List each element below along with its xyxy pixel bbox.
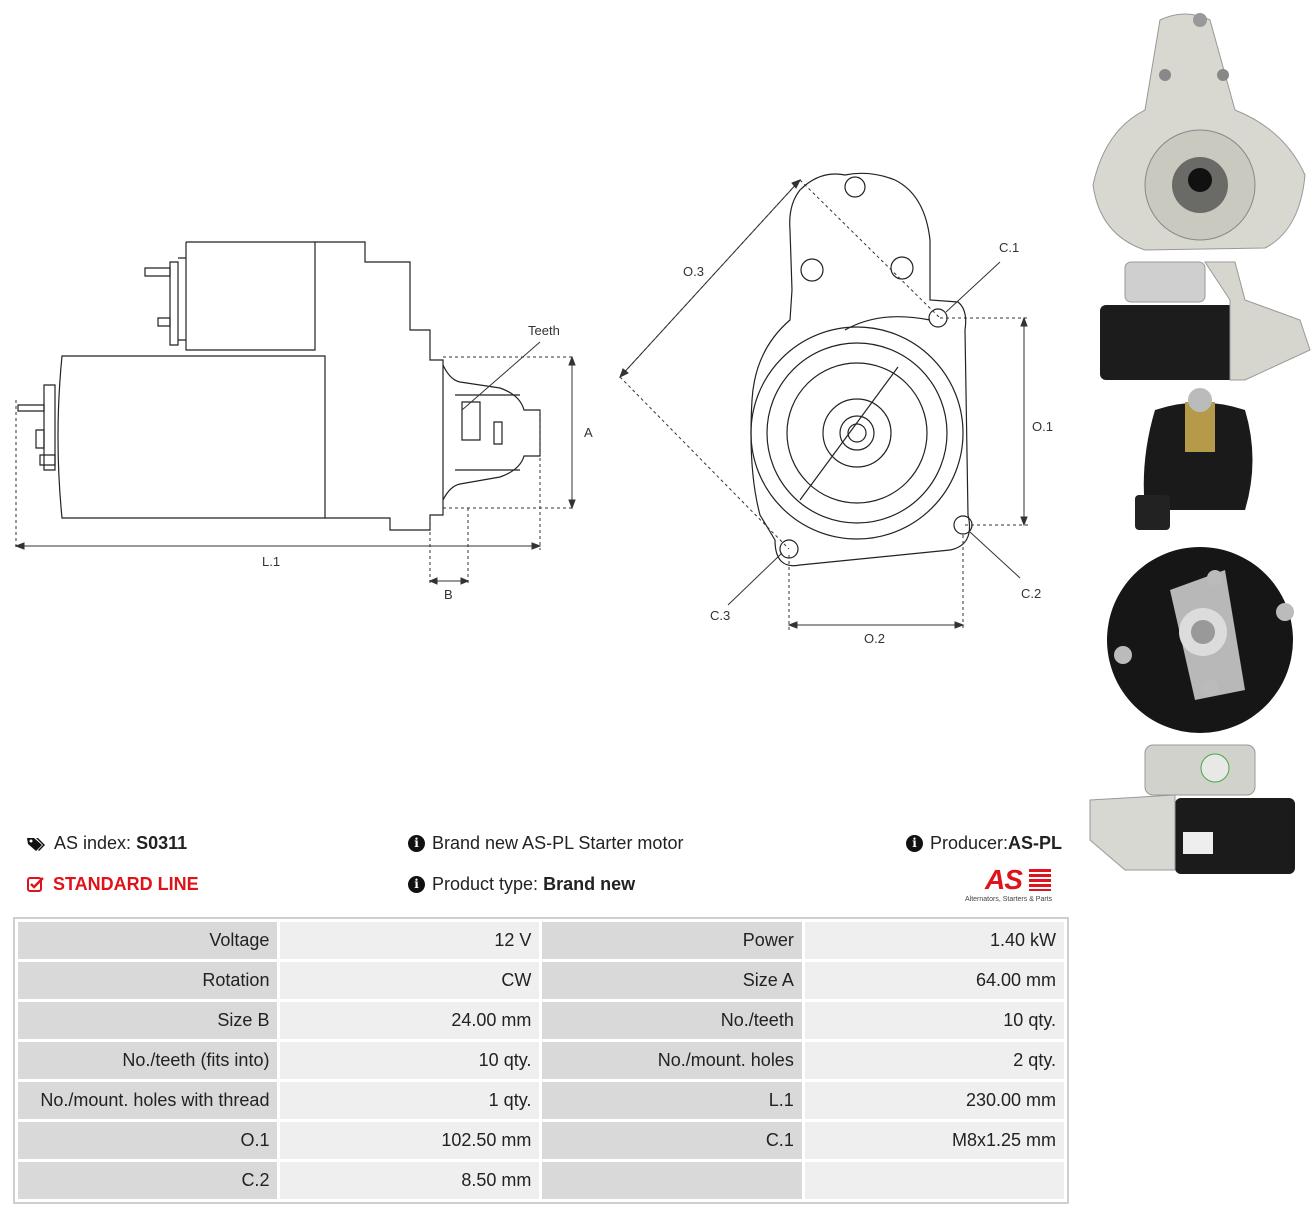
spec-label: Size B	[14, 999, 281, 1042]
info-icon: i	[906, 835, 923, 852]
spec-value: 230.00 mm	[801, 1079, 1068, 1122]
spec-label	[539, 1159, 805, 1202]
producer-label: Producer:	[930, 833, 1009, 853]
drive-nose-outline	[442, 364, 541, 501]
tag-icon	[27, 836, 46, 851]
label-teeth: Teeth	[528, 323, 560, 338]
motor-body-outline	[57, 355, 326, 519]
spec-label: C.1	[539, 1119, 805, 1162]
spec-value: 1.40 kW	[801, 919, 1068, 962]
label-o3: O.3	[683, 264, 704, 279]
producer-value: AS-PL	[1008, 833, 1063, 853]
spec-value: 1 qty.	[277, 1079, 543, 1122]
spec-label: Power	[539, 919, 805, 962]
spec-label: No./teeth (fits into)	[14, 1039, 281, 1082]
spec-label: No./mount. holes	[539, 1039, 805, 1082]
spec-label: No./mount. holes with thread	[14, 1079, 281, 1122]
as-logo: AS Alternators, Starters & Parts	[965, 864, 1067, 908]
product-type-label: Product type:	[432, 874, 539, 894]
line-row: STANDARD LINE	[27, 874, 199, 895]
label-c1: C.1	[999, 240, 1019, 255]
label-c2: C.2	[1021, 586, 1041, 601]
spec-value: 10 qty.	[277, 1039, 543, 1082]
spec-value: 8.50 mm	[277, 1159, 543, 1202]
label-a: A	[584, 425, 593, 440]
spec-value: 102.50 mm	[277, 1119, 543, 1162]
spec-value: 24.00 mm	[277, 999, 543, 1042]
spec-label: Size A	[539, 959, 805, 1002]
flange-outline	[750, 172, 971, 567]
product-type-value: Brand new	[543, 874, 636, 894]
info-icon: i	[408, 876, 425, 893]
spec-value	[801, 1159, 1068, 1202]
spec-label: C.2	[14, 1159, 281, 1202]
producer-row: i Producer:AS-PL	[906, 833, 1062, 854]
label-o1: O.1	[1032, 419, 1053, 434]
photo-front	[1092, 13, 1306, 251]
product-type-row: i Product type: Brand new	[408, 874, 635, 895]
standard-line-label: STANDARD LINE	[53, 874, 199, 894]
spec-value: M8x1.25 mm	[801, 1119, 1068, 1162]
label-c3: C.3	[710, 608, 730, 623]
label-l1: L.1	[262, 554, 280, 569]
as-index-row: AS index: S0311	[27, 833, 187, 854]
as-logo-tagline: Alternators, Starters & Parts	[965, 896, 1053, 903]
as-logo-mark: AS	[985, 864, 1023, 895]
brand-row: i Brand new AS-PL Starter motor	[408, 833, 683, 854]
spec-row: No./teeth (fits into)10 qty.No./mount. h…	[14, 1039, 1068, 1082]
check-square-icon	[27, 876, 44, 893]
as-index-value: S0311	[136, 833, 188, 853]
spec-value: 2 qty.	[801, 1039, 1068, 1082]
spec-label: No./teeth	[539, 999, 805, 1042]
brand-text: Brand new AS-PL Starter motor	[432, 833, 684, 853]
spec-label: Rotation	[14, 959, 281, 1002]
photo-rear	[1107, 388, 1294, 733]
solenoid-outline	[186, 241, 444, 531]
spec-label: L.1	[539, 1079, 805, 1122]
spec-value: 10 qty.	[801, 999, 1068, 1042]
spec-label: Voltage	[14, 919, 281, 962]
label-o2: O.2	[864, 631, 885, 646]
spec-value: CW	[277, 959, 543, 1002]
info-icon: i	[408, 835, 425, 852]
technical-drawing: Teeth A L.1 B O.3 C.1 O.1 C.2 C.3	[14, 172, 1053, 646]
photo-side-label	[1089, 744, 1295, 874]
label-b: B	[444, 587, 453, 602]
spec-value: 64.00 mm	[801, 959, 1068, 1002]
product-photos	[1089, 13, 1311, 874]
as-index-label: AS index:	[54, 833, 132, 853]
spec-value: 12 V	[277, 919, 543, 962]
spec-label: O.1	[14, 1119, 281, 1162]
photo-side	[1100, 261, 1311, 381]
